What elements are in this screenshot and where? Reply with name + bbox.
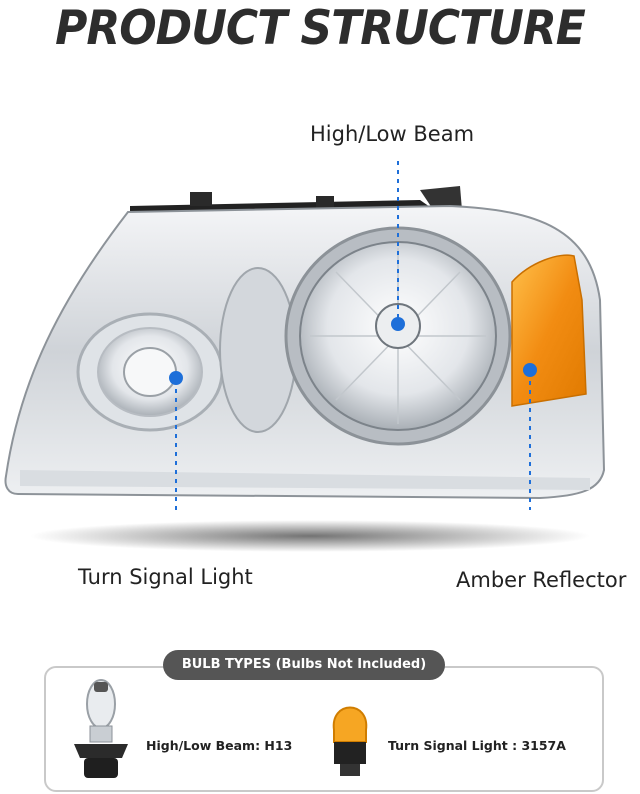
3157a-bulb-icon: [332, 706, 368, 776]
bulb-types-heading: BULB TYPES (Bulbs Not Included): [163, 650, 445, 680]
page-title: PRODUCT STRUCTURE: [55, 0, 586, 56]
h13-bulb-icon: [74, 679, 128, 778]
amber-reflector-label: Amber Reflector: [456, 568, 627, 592]
headlamp-shadow: [30, 520, 590, 552]
headlamp-image: [4, 160, 606, 510]
bulb-types-panel: [44, 666, 604, 792]
bulb-turn-signal-label: Turn Signal Light : 3157A: [388, 738, 566, 753]
high-low-beam-label: High/Low Beam: [310, 122, 475, 146]
bulb-high-low-label: High/Low Beam: H13: [146, 738, 293, 753]
turn-signal-light-label: Turn Signal Light: [78, 565, 253, 589]
